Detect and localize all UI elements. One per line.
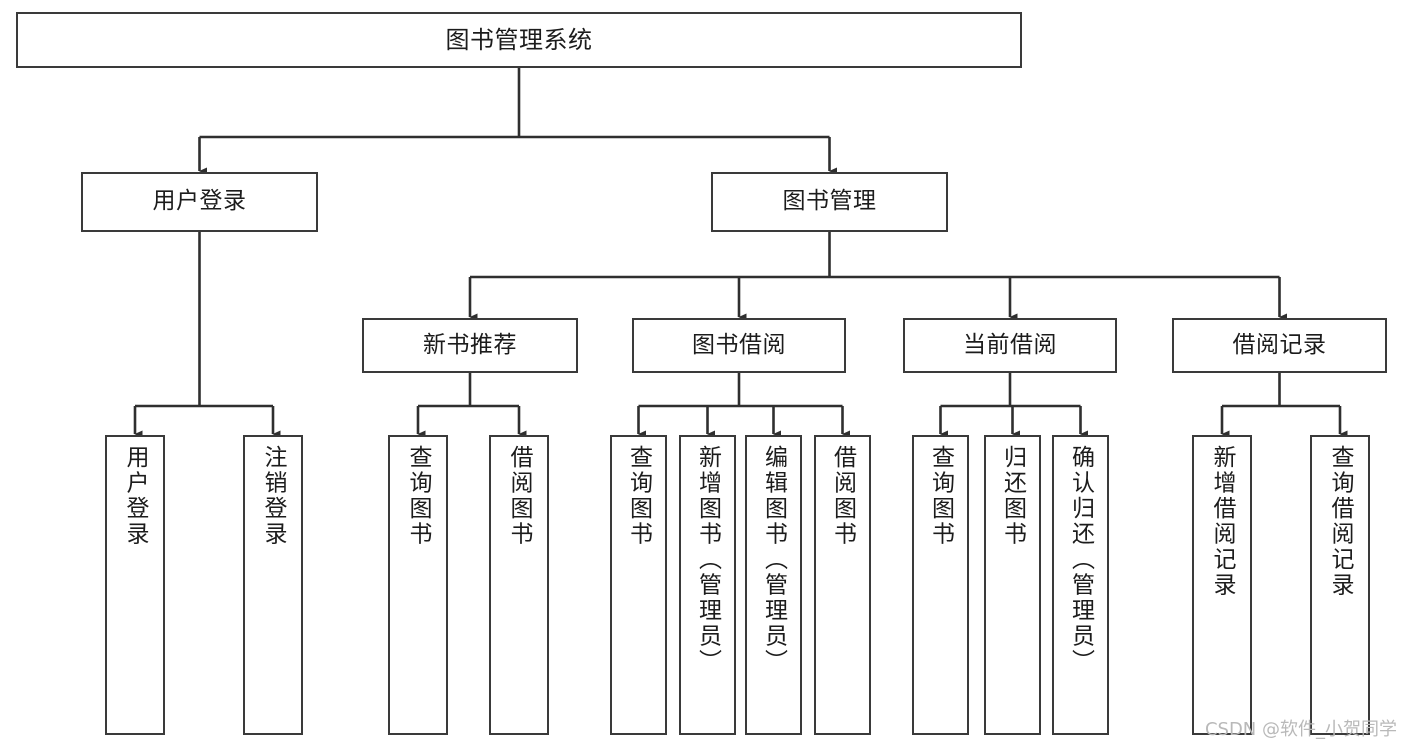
- node-leaf-add-borrow-record-label: 新增借阅记录: [1209, 445, 1236, 598]
- node-leaf-edit-book-admin-label: 编辑图书（管理员）: [760, 445, 787, 675]
- node-leaf-query-borrow-record[interactable]: 查询借阅记录: [1310, 435, 1370, 735]
- node-leaf-borrow-book-rec-label: 借阅图书: [506, 445, 533, 547]
- node-leaf-borrow-book-borrow-label: 借阅图书: [829, 445, 856, 547]
- node-book-borrow-label: 图书借阅: [692, 331, 786, 358]
- node-leaf-return-book[interactable]: 归还图书: [984, 435, 1041, 735]
- node-leaf-borrow-book-borrow[interactable]: 借阅图书: [814, 435, 871, 735]
- node-book-borrow[interactable]: 图书借阅: [632, 318, 846, 373]
- node-leaf-borrow-book-rec[interactable]: 借阅图书: [489, 435, 549, 735]
- node-root[interactable]: 图书管理系统: [16, 12, 1022, 68]
- node-leaf-return-book-label: 归还图书: [999, 445, 1026, 547]
- node-leaf-add-borrow-record[interactable]: 新增借阅记录: [1192, 435, 1252, 735]
- node-book-manage-label: 图书管理: [782, 188, 877, 215]
- node-leaf-edit-book-admin[interactable]: 编辑图书（管理员）: [745, 435, 802, 735]
- watermark-text: CSDN @软件_小贺同学: [1204, 719, 1397, 740]
- node-borrow-record-label: 借阅记录: [1232, 331, 1327, 358]
- node-leaf-add-book-admin[interactable]: 新增图书（管理员）: [679, 435, 736, 735]
- node-leaf-user-login-label: 用户登录: [122, 445, 149, 547]
- node-root-label: 图书管理系统: [445, 25, 593, 54]
- node-current-borrow-label: 当前借阅: [963, 331, 1057, 358]
- node-leaf-logout[interactable]: 注销登录: [243, 435, 303, 735]
- node-new-book-recommend[interactable]: 新书推荐: [362, 318, 578, 373]
- node-leaf-confirm-return-admin-label: 确认归还（管理员）: [1067, 445, 1094, 675]
- node-leaf-logout-label: 注销登录: [260, 445, 287, 547]
- node-leaf-query-book-borrow[interactable]: 查询图书: [610, 435, 667, 735]
- node-user-login[interactable]: 用户登录: [81, 172, 318, 232]
- node-leaf-query-book-current-label: 查询图书: [927, 445, 954, 547]
- node-leaf-add-book-admin-label: 新增图书（管理员）: [694, 445, 721, 675]
- node-leaf-query-book-borrow-label: 查询图书: [625, 445, 652, 547]
- node-current-borrow[interactable]: 当前借阅: [903, 318, 1117, 373]
- node-leaf-query-borrow-record-label: 查询借阅记录: [1327, 445, 1354, 598]
- node-borrow-record[interactable]: 借阅记录: [1172, 318, 1387, 373]
- node-leaf-query-book-rec[interactable]: 查询图书: [388, 435, 448, 735]
- node-leaf-query-book-current[interactable]: 查询图书: [912, 435, 969, 735]
- node-leaf-query-book-rec-label: 查询图书: [405, 445, 432, 547]
- node-leaf-user-login[interactable]: 用户登录: [105, 435, 165, 735]
- node-new-book-recommend-label: 新书推荐: [423, 331, 517, 358]
- node-book-manage[interactable]: 图书管理: [711, 172, 948, 232]
- node-leaf-confirm-return-admin[interactable]: 确认归还（管理员）: [1052, 435, 1109, 735]
- node-user-login-label: 用户登录: [152, 188, 247, 215]
